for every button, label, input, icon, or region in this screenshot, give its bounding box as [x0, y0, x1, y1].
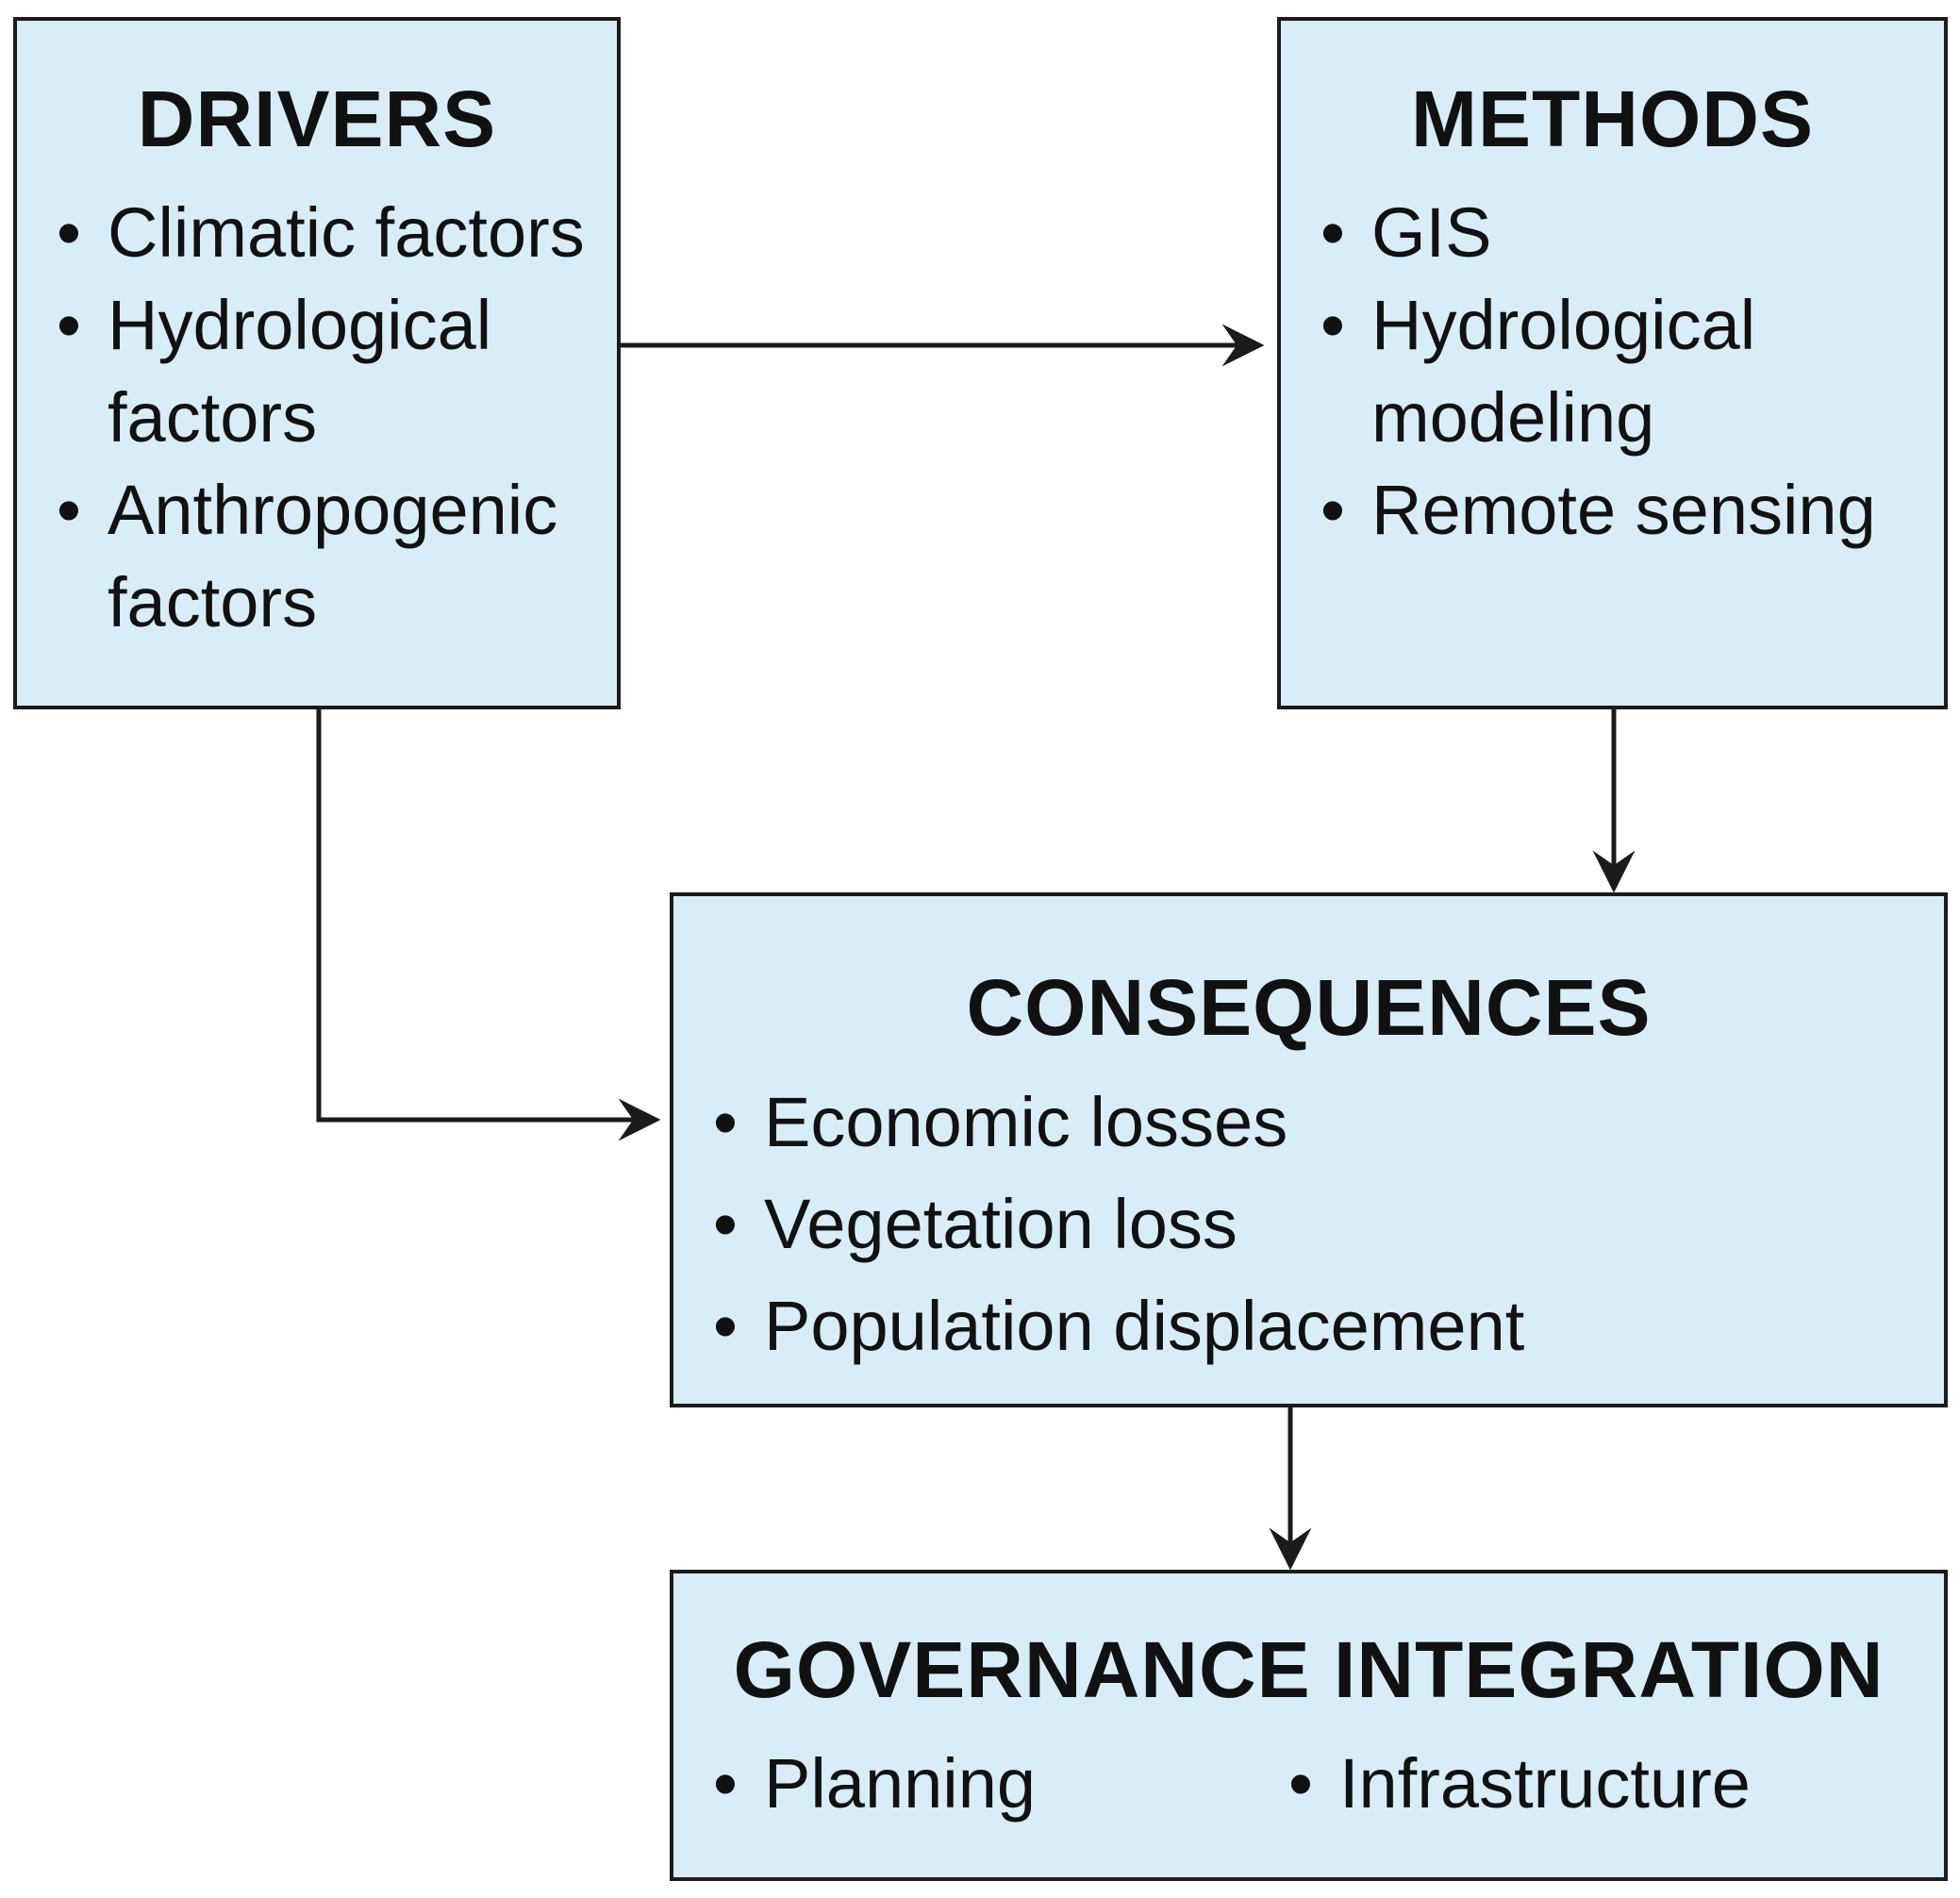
methods-item-remote-sensing: • Remote sensing — [1319, 464, 1876, 557]
drivers-item-climatic: • Climatic factors — [55, 187, 585, 279]
bullet-icon: • — [713, 1083, 738, 1161]
governance-item-planning: • Planning — [711, 1738, 1036, 1830]
bullet-icon: • — [713, 1185, 738, 1263]
bullet-icon: • — [57, 193, 81, 272]
methods-title: METHODS — [1411, 75, 1814, 163]
consequences-list: • Economic losses • Vegetation loss • Po… — [711, 1072, 1524, 1377]
bullet-icon: • — [1321, 193, 1345, 272]
drivers-box: DRIVERS • Climatic factors • Hydrologica… — [13, 17, 621, 709]
bullet-icon: • — [1321, 471, 1345, 549]
drivers-item-hydrological: • Hydrological factors — [55, 279, 585, 464]
consequences-title: CONSEQUENCES — [966, 963, 1652, 1052]
drivers-list: • Climatic factors • Hydrological factor… — [55, 187, 585, 649]
governance-title: GOVERNANCE INTEGRATION — [733, 1625, 1885, 1714]
methods-list: • GIS • Hydrological modeling • Remote s… — [1319, 187, 1876, 557]
bullet-icon: • — [57, 471, 81, 549]
consequences-item-vegetation: • Vegetation loss — [711, 1174, 1524, 1275]
drivers-title: DRIVERS — [137, 75, 497, 163]
methods-box: METHODS • GIS • Hydrological modeling • … — [1277, 17, 1948, 709]
consequences-item-population: • Population displacement — [711, 1275, 1524, 1377]
methods-item-gis: • GIS — [1319, 187, 1876, 279]
arrow-drivers-to-consequences — [316, 709, 661, 1141]
governance-item-infrastructure: • Infrastructure — [1287, 1738, 1751, 1830]
consequences-box: CONSEQUENCES • Economic losses • Vegetat… — [670, 892, 1948, 1407]
bullet-icon: • — [57, 286, 81, 364]
consequences-item-economic: • Economic losses — [711, 1072, 1524, 1174]
bullet-icon: • — [1288, 1744, 1313, 1823]
bullet-icon: • — [713, 1744, 738, 1823]
bullet-icon: • — [713, 1287, 738, 1365]
methods-item-hydrological-modeling: • Hydrological modeling — [1319, 279, 1876, 464]
bullet-icon: • — [1321, 286, 1345, 364]
drivers-item-anthropogenic: • Anthropogenic factors — [55, 464, 585, 649]
governance-box: GOVERNANCE INTEGRATION • Planning • Infr… — [670, 1570, 1948, 1881]
